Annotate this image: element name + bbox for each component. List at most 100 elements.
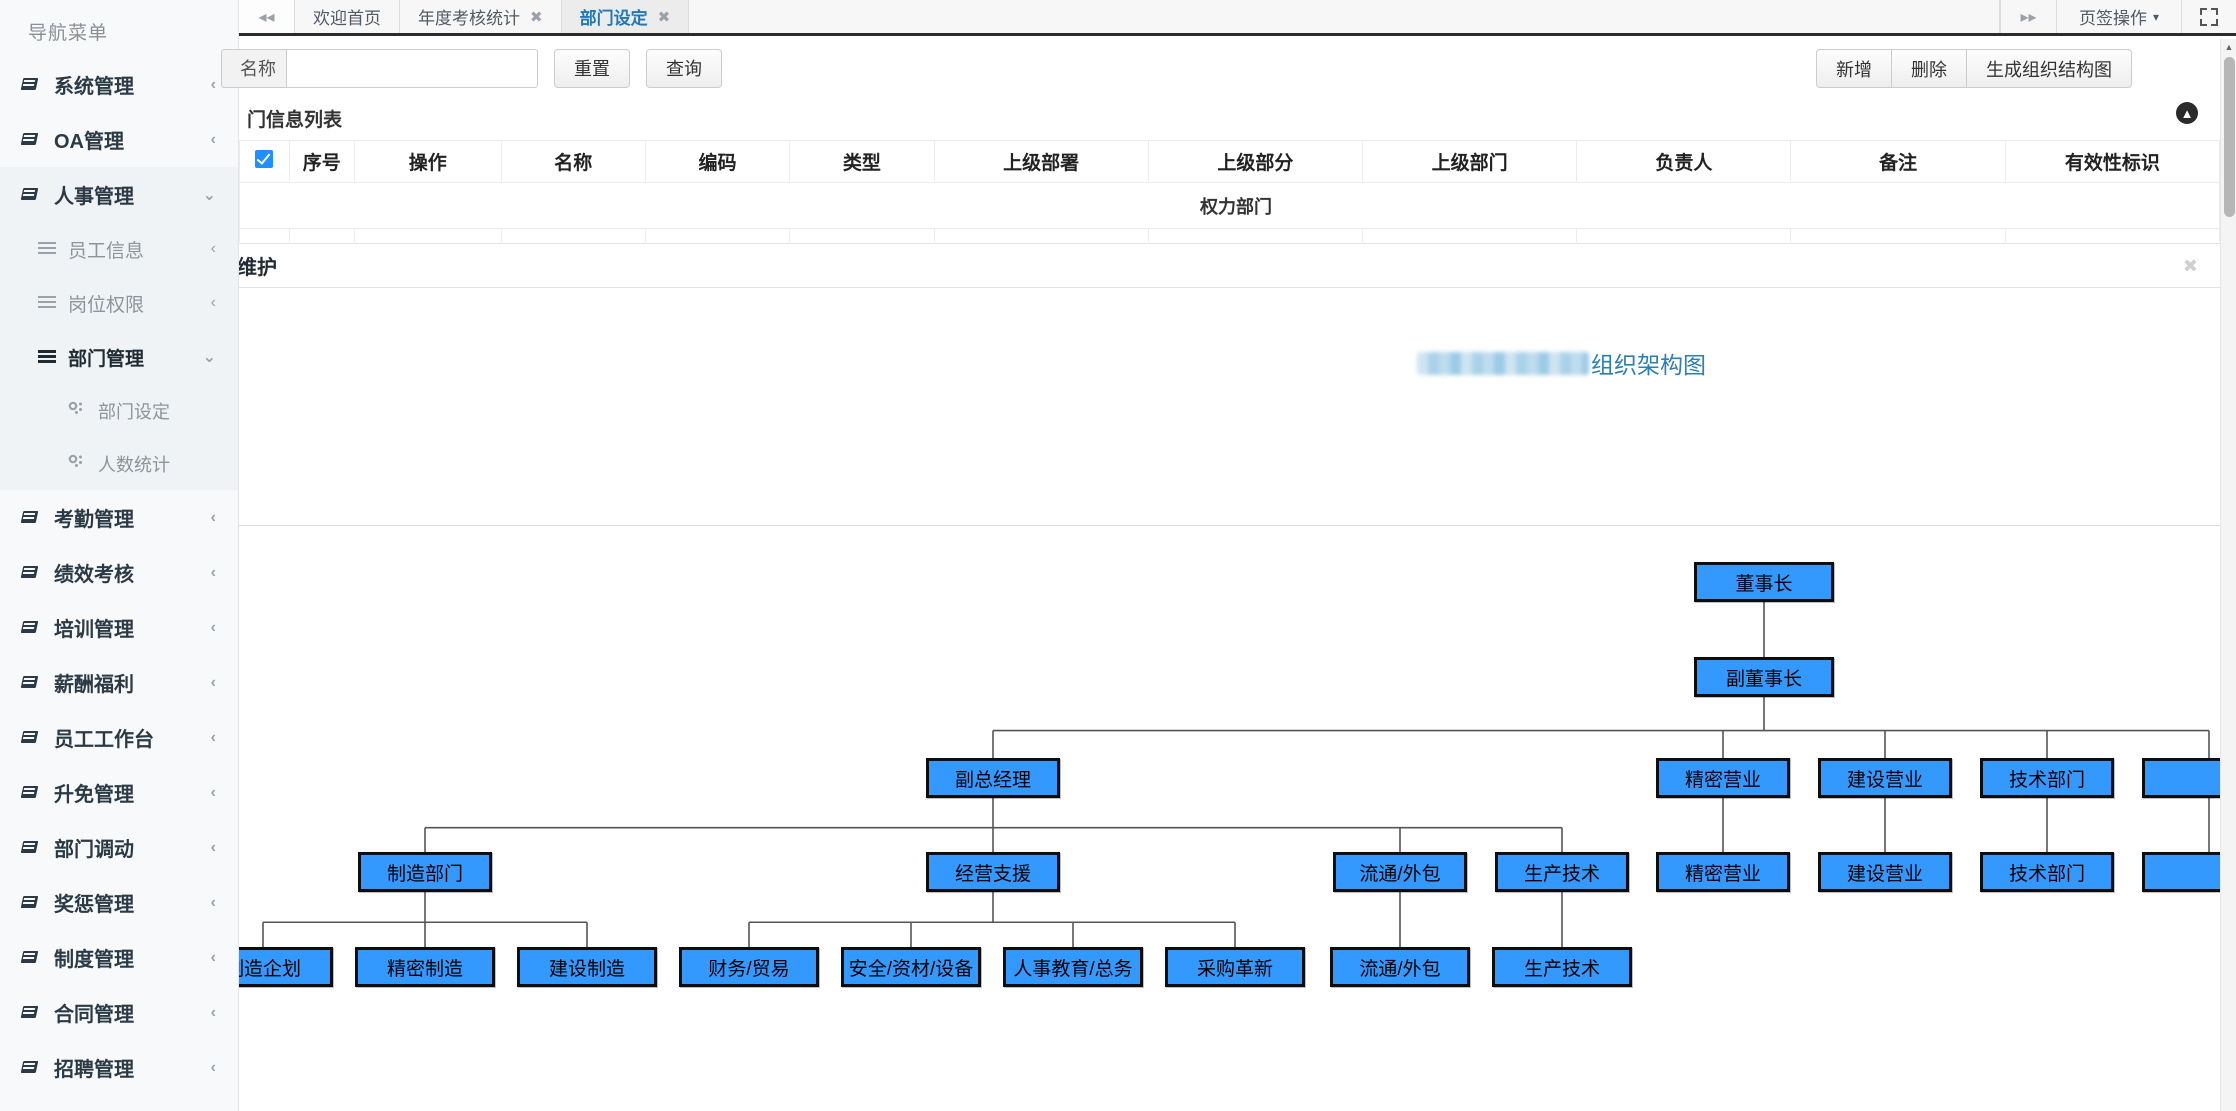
org-node-n10[interactable]: 流通/外包: [1333, 852, 1467, 892]
org-node-n5[interactable]: 建设营业: [1818, 758, 1952, 798]
refresh-up-icon[interactable]: ▲: [2176, 102, 2198, 124]
sidebar-item-17[interactable]: 奖惩管理‹: [0, 875, 238, 930]
sidebar-subitem-label: 岗位权限: [68, 294, 145, 316]
col-actions[interactable]: 操作: [354, 140, 502, 183]
col-code[interactable]: 编码: [644, 140, 791, 183]
org-node-label: 财务/贸易: [708, 958, 790, 980]
query-button[interactable]: 查询: [646, 48, 722, 88]
page-scrollbar[interactable]: ▲: [2220, 39, 2236, 1111]
col-valid[interactable]: 有效性标识: [2004, 140, 2220, 183]
book-icon: [22, 621, 50, 635]
tab-0[interactable]: 欢迎首页: [295, 0, 400, 33]
scroll-tabs-right-button[interactable]: ▸▸: [1999, 0, 2056, 33]
col-parent-dept[interactable]: 上级部门: [1361, 140, 1578, 183]
tab-close-icon[interactable]: ✖: [530, 8, 543, 26]
add-button[interactable]: 新增: [1816, 49, 1892, 88]
sidebar-item-14[interactable]: 员工工作台‹: [0, 710, 238, 765]
org-node-label: 技术部门: [2008, 769, 2085, 791]
org-node-n17[interactable]: 精密制造: [355, 947, 495, 987]
row-checkbox-cell[interactable]: [239, 228, 290, 242]
book-icon: [22, 133, 50, 147]
sidebar-leaf-1[interactable]: 人数统计: [0, 437, 238, 490]
sidebar-item-2[interactable]: 人事管理⌄: [0, 167, 238, 222]
org-node-n14[interactable]: 技术部门: [1980, 852, 2114, 892]
org-node-n4[interactable]: 精密营业: [1656, 758, 1790, 798]
org-node-n6[interactable]: 技术部门: [1980, 758, 2114, 798]
tab-1[interactable]: 年度考核统计 ✖: [400, 0, 562, 33]
page-ops-dropdown[interactable]: 页签操作 ▾: [2055, 0, 2181, 33]
org-node-n7[interactable]: [2142, 758, 2220, 798]
col-parent-deploy[interactable]: 上级部署: [933, 140, 1149, 183]
col-remark[interactable]: 备注: [1790, 140, 2006, 183]
sidebar-item-19[interactable]: 合同管理‹: [0, 985, 238, 1040]
org-node-n1[interactable]: 董事长: [1694, 562, 1834, 602]
generate-org-chart-button[interactable]: 生成组织结构图: [1967, 49, 2132, 88]
row-seq: 1: [288, 228, 356, 242]
page-ops-label: 页签操作: [2078, 9, 2147, 28]
sidebar-item-13[interactable]: 薪酬福利‹: [0, 655, 238, 710]
sidebar-item-1[interactable]: OA管理‹: [0, 112, 238, 167]
book-icon: [22, 951, 50, 965]
delete-button[interactable]: 删除: [1892, 49, 1967, 88]
org-node-n11[interactable]: 生产技术: [1495, 852, 1629, 892]
sidebar-leaf-0[interactable]: 部门设定: [0, 384, 238, 437]
tab-label: 年度考核统计: [418, 9, 520, 28]
scroll-up-arrow[interactable]: ▲: [2224, 42, 2234, 52]
org-node-label: 生产技术: [1523, 863, 1600, 885]
tab-close-icon[interactable]: ✖: [657, 8, 671, 26]
table-row[interactable]: 1 编辑详情 董事长 权力部门 有效: [239, 228, 2220, 242]
org-node-n16[interactable]: 制造企划: [239, 947, 333, 987]
org-node-n23[interactable]: 流通/外包: [1330, 947, 1470, 987]
sidebar-item-16[interactable]: 部门调动‹: [0, 820, 238, 875]
org-node-n24[interactable]: 生产技术: [1492, 947, 1632, 987]
org-node-n15[interactable]: [2142, 852, 2220, 892]
reset-button[interactable]: 重置: [554, 48, 630, 88]
col-type[interactable]: 类型: [789, 140, 935, 183]
org-node-n21[interactable]: 人事教育/总务: [1003, 947, 1143, 987]
sidebar-item-11[interactable]: 绩效考核‹: [0, 545, 238, 600]
org-node-n20[interactable]: 安全/资材/设备: [841, 947, 981, 987]
scrollbar-thumb[interactable]: [2224, 57, 2235, 217]
col-parent-part[interactable]: 上级部分: [1147, 140, 1363, 183]
sidebar-subitem-2[interactable]: 部门管理⌄: [0, 330, 238, 384]
close-icon[interactable]: ✖: [2182, 256, 2198, 276]
chevron-icon: ‹: [210, 783, 216, 801]
sidebar-item-12[interactable]: 培训管理‹: [0, 600, 238, 655]
org-node-label: 技术部门: [2008, 863, 2085, 885]
org-node-n22[interactable]: 采购革新: [1165, 947, 1305, 987]
sidebar-subitem-0[interactable]: 员工信息‹: [0, 222, 238, 276]
org-node-n3[interactable]: 副总经理: [926, 758, 1060, 798]
checkbox-icon[interactable]: [255, 149, 274, 168]
search-input[interactable]: [286, 48, 538, 88]
gears-icon: [68, 401, 98, 420]
select-all-header[interactable]: [239, 140, 290, 183]
col-owner[interactable]: 负责人: [1576, 140, 1792, 183]
sidebar-item-18[interactable]: 制度管理‹: [0, 930, 238, 985]
org-node-label: 建设制造: [548, 958, 625, 980]
org-node-n9[interactable]: 经营支援: [926, 852, 1060, 892]
sidebar-title: 导航菜单: [28, 23, 109, 44]
org-node-n19[interactable]: 财务/贸易: [679, 947, 819, 987]
chevron-icon: ⌄: [202, 349, 216, 366]
col-name[interactable]: 名称: [500, 140, 646, 183]
org-node-n13[interactable]: 建设营业: [1818, 852, 1952, 892]
book-icon: [22, 896, 50, 910]
chevron-icon: ‹: [210, 1058, 216, 1076]
scroll-tabs-left-button[interactable]: ◂◂: [239, 0, 295, 33]
sidebar-item-0[interactable]: 系统管理‹: [0, 57, 238, 112]
org-node-n12[interactable]: 精密营业: [1656, 852, 1790, 892]
sidebar-item-20[interactable]: 招聘管理‹: [0, 1040, 238, 1095]
org-node-label: 副总经理: [954, 769, 1031, 791]
org-node-label: 经营支援: [954, 863, 1031, 885]
sidebar-item-15[interactable]: 升免管理‹: [0, 765, 238, 820]
sidebar-subitem-1[interactable]: 岗位权限‹: [0, 276, 238, 330]
fullscreen-button[interactable]: [2181, 0, 2236, 33]
org-node-n8[interactable]: 制造部门: [358, 852, 492, 892]
sidebar-leaf-label: 人数统计: [98, 454, 170, 475]
col-seq[interactable]: 序号: [288, 140, 356, 183]
tab-2[interactable]: 部门设定✖: [561, 0, 690, 33]
sidebar-item-10[interactable]: 考勤管理‹: [0, 490, 238, 545]
chevron-icon: ‹: [210, 893, 216, 911]
org-node-n2[interactable]: 副董事长: [1694, 657, 1834, 697]
org-node-n18[interactable]: 建设制造: [517, 947, 657, 987]
